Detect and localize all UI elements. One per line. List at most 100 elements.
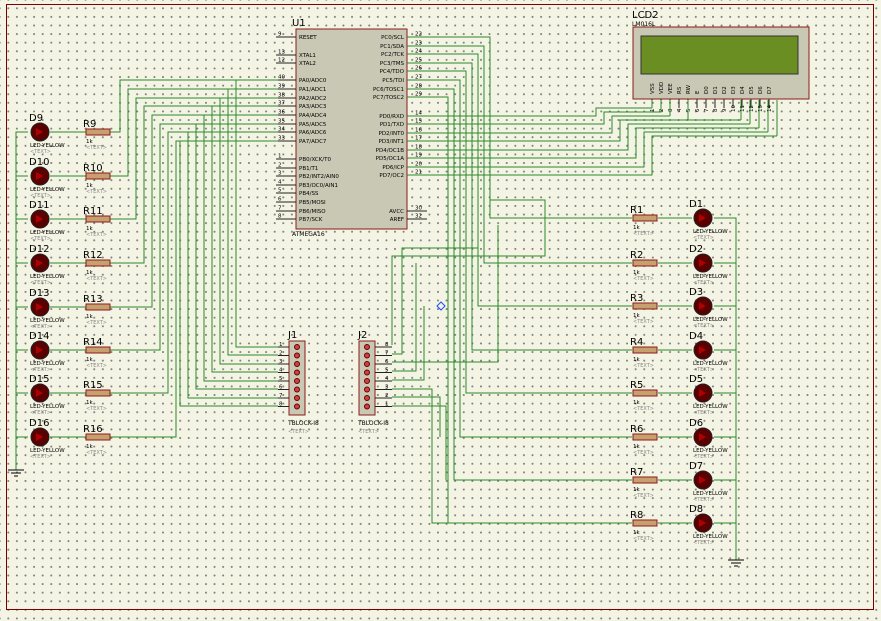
u1-pin-name: PA5/ADC5 <box>299 122 327 128</box>
led-diode-icon <box>699 389 706 397</box>
u1-atmega16[interactable]: U1 ATMEGA16 9RESET13XTAL112XTAL240PA0/AD… <box>276 18 427 238</box>
resistor-body[interactable] <box>85 346 111 354</box>
resistor-value: 1k <box>86 270 93 276</box>
resistor-ref: R16 <box>83 424 103 435</box>
resistor-body[interactable] <box>632 476 658 484</box>
led-ref: D1 <box>689 199 703 210</box>
u1-pin-name: PD3/INT1 <box>379 139 405 145</box>
led-part: LED-YELLOW <box>30 274 65 280</box>
led-ref: D10 <box>29 157 49 168</box>
lcd-pin-name: E <box>695 90 701 94</box>
u1-pin-number: 29 <box>415 92 422 98</box>
j1-text-placeholder: <TEXT> <box>288 429 309 435</box>
resistor-body[interactable] <box>632 259 658 267</box>
resistor-body[interactable] <box>632 389 658 397</box>
right-led-group: R11k<TEXT>D1LED-YELLOW<TEXT>R21k<TEXT>D2… <box>630 199 728 546</box>
probe-marker-icon[interactable] <box>436 301 446 311</box>
tb-pin-number: 6 <box>279 385 283 391</box>
lcd2-module[interactable]: LCD2 LM016L VSS1VDD2VEE3RS4RW5E6D07D18D2… <box>632 10 810 113</box>
resistor-body[interactable] <box>632 519 658 527</box>
u1-pin-name: XTAL1 <box>299 53 316 59</box>
tb-screw-icon <box>294 369 300 376</box>
resistor-body[interactable] <box>632 433 658 441</box>
resistor-ref: R2 <box>630 250 643 261</box>
lcd-pin-number: 1 <box>650 109 656 113</box>
j1-part: TBLOCK-I8 <box>287 420 319 427</box>
resistor-body[interactable] <box>85 172 111 180</box>
resistor-body[interactable] <box>632 302 658 310</box>
led-text-placeholder: <TEXT> <box>693 410 714 416</box>
led-part: LED-YELLOW <box>30 361 65 367</box>
tb-pin-number: 3 <box>385 385 389 391</box>
u1-pin-name: PB0/XCK/T0 <box>299 157 331 163</box>
led-text-placeholder: <TEXT> <box>693 323 714 329</box>
lcd-pin-name: D6 <box>758 86 764 94</box>
resistor-value: 1k <box>86 226 93 232</box>
tb-pin-number: 4 <box>385 376 389 382</box>
u1-pin-name: PC5/TDI <box>382 78 404 84</box>
tb-screw-icon <box>364 352 370 359</box>
j1-ref: J1 <box>287 330 297 341</box>
resistor-body[interactable] <box>632 214 658 222</box>
lcd-pin-number: 7 <box>704 108 710 112</box>
led-part: LED-YELLOW <box>693 534 728 540</box>
left-led-group: R91k<TEXT>D9LED-YELLOW<TEXT>R101k<TEXT>D… <box>29 113 111 460</box>
lcd-pin-name: D0 <box>704 86 710 94</box>
led-ref: D13 <box>29 288 49 299</box>
u1-pin-number: 13 <box>278 50 285 56</box>
u1-pin-name: RESET <box>299 35 317 41</box>
resistor-body[interactable] <box>632 346 658 354</box>
tb-pin-number: 6 <box>385 359 389 365</box>
tb-screw-icon <box>364 386 370 393</box>
led-part: LED-YELLOW <box>693 491 728 497</box>
tb-pin-number: 8 <box>279 402 283 408</box>
tb-screw-icon <box>364 403 370 410</box>
resistor-body[interactable] <box>85 128 111 136</box>
led-diode-icon <box>699 433 706 441</box>
tb-screw-icon <box>364 361 370 367</box>
led-diode-icon <box>36 128 43 136</box>
resistor-body[interactable] <box>85 303 111 311</box>
lcd-part: LM016L <box>632 21 656 28</box>
resistor-body[interactable] <box>85 215 111 223</box>
resistor-body[interactable] <box>85 433 111 441</box>
led-diode-icon <box>36 346 43 354</box>
u1-pin-number: 14 <box>415 111 422 117</box>
ground-symbol-left <box>8 469 24 477</box>
led-ref: D12 <box>29 244 49 255</box>
tb-pin-number: 5 <box>385 368 389 374</box>
u1-pin-number: 35 <box>278 119 285 125</box>
u1-pin-number: 39 <box>278 84 285 90</box>
u1-pin-name: PC4/TDO <box>380 69 405 75</box>
led-text-placeholder: <TEXT> <box>693 540 714 546</box>
u1-pin-name: PC1/SDA <box>380 44 404 50</box>
resistor-body[interactable] <box>85 389 111 397</box>
resistor-value: 1k <box>633 530 640 536</box>
tb-pin-number: 4 <box>279 368 283 374</box>
resistor-ref: R1 <box>630 205 643 216</box>
resistor-body[interactable] <box>85 259 111 267</box>
led-text-placeholder: <TEXT> <box>30 236 51 242</box>
u1-body[interactable] <box>295 28 408 230</box>
led-diode-icon <box>699 476 706 484</box>
